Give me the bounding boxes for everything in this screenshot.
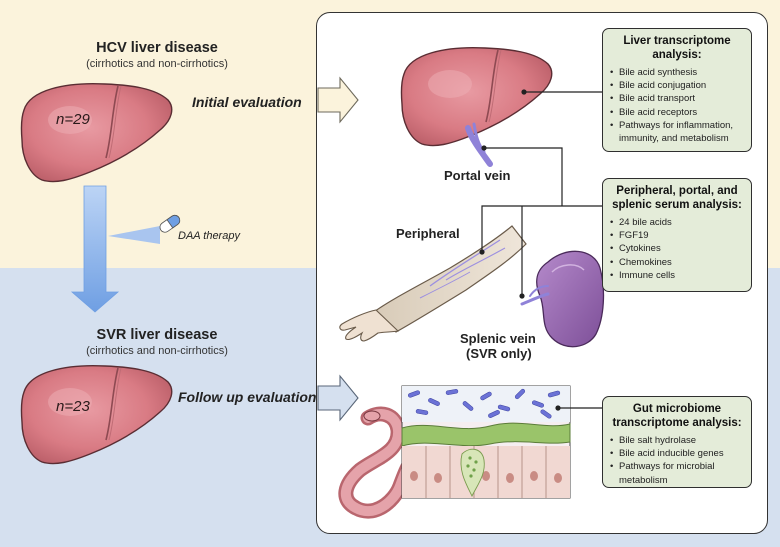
serum-box-title: Peripheral, portal, and splenic serum an… xyxy=(612,185,742,211)
svr-liver-illustration xyxy=(20,364,173,465)
list-item: Bile acid synthesis xyxy=(610,66,744,79)
serum-box-list: 24 bile acids FGF19 Cytokines Chemokines… xyxy=(610,216,744,282)
gut-box-list: Bile salt hydrolase Bile acid inducible … xyxy=(610,434,744,487)
daa-therapy-label: DAA therapy xyxy=(178,230,240,242)
list-item: Pathways for inflammation, immunity, and… xyxy=(610,119,744,145)
liver-box-title: Liver transcriptome analysis: xyxy=(623,35,731,61)
svr-subtitle: (cirrhotics and non-cirrhotics) xyxy=(86,345,228,357)
connector-lines xyxy=(481,91,602,409)
treatment-arrow xyxy=(70,185,120,313)
list-item: Bile acid conjugation xyxy=(610,79,744,92)
list-item: Chemokines xyxy=(610,256,744,269)
peripheral-label: Peripheral xyxy=(396,226,460,241)
spleen-illustration xyxy=(520,250,605,348)
svr-only-label: (SVR only) xyxy=(466,346,532,361)
arm-illustration xyxy=(339,225,527,342)
liver-box-list: Bile acid synthesis Bile acid conjugatio… xyxy=(610,66,744,145)
hcv-subtitle: (cirrhotics and non-cirrhotics) xyxy=(86,58,228,70)
follow-up-evaluation-label: Follow up evaluation xyxy=(178,389,317,405)
svr-title: SVR liver disease xyxy=(96,327,218,343)
connector-dots xyxy=(479,89,561,411)
initial-evaluation-label: Initial evaluation xyxy=(192,94,302,110)
list-item: 24 bile acids xyxy=(610,216,744,229)
hcv-n-label: n=29 xyxy=(56,111,90,128)
therapy-wedge xyxy=(108,226,160,244)
portal-vein-illustration xyxy=(465,125,493,167)
gut-box-title: Gut microbiome transcriptome analysis: xyxy=(612,403,742,429)
hcv-title: HCV liver disease xyxy=(96,40,218,56)
intestine-illustration xyxy=(338,406,426,519)
gut-microbiome-box: Gut microbiome transcriptome analysis: B… xyxy=(602,396,752,488)
pill-icon xyxy=(159,214,181,233)
liver-transcriptome-box: Liver transcriptome analysis: Bile acid … xyxy=(602,28,752,152)
portal-vein-label: Portal vein xyxy=(444,168,511,183)
gut-tissue-illustration xyxy=(401,385,571,499)
list-item: Bile acid receptors xyxy=(610,106,744,119)
hcv-liver-illustration xyxy=(20,82,173,183)
list-item: FGF19 xyxy=(610,229,744,242)
list-item: Bile acid transport xyxy=(610,92,744,105)
follow-up-arrow xyxy=(317,374,359,422)
initial-evaluation-arrow xyxy=(317,76,359,124)
svr-n-label: n=23 xyxy=(56,398,90,415)
list-item: Cytokines xyxy=(610,242,744,255)
list-item: Bile salt hydrolase xyxy=(610,434,744,447)
list-item: Bile acid inducible genes xyxy=(610,447,744,460)
list-item: Pathways for microbial metabolism xyxy=(610,460,744,486)
list-item: Immune cells xyxy=(610,269,744,282)
splenic-vein-label: Splenic vein xyxy=(460,331,536,346)
serum-analysis-box: Peripheral, portal, and splenic serum an… xyxy=(602,178,752,292)
